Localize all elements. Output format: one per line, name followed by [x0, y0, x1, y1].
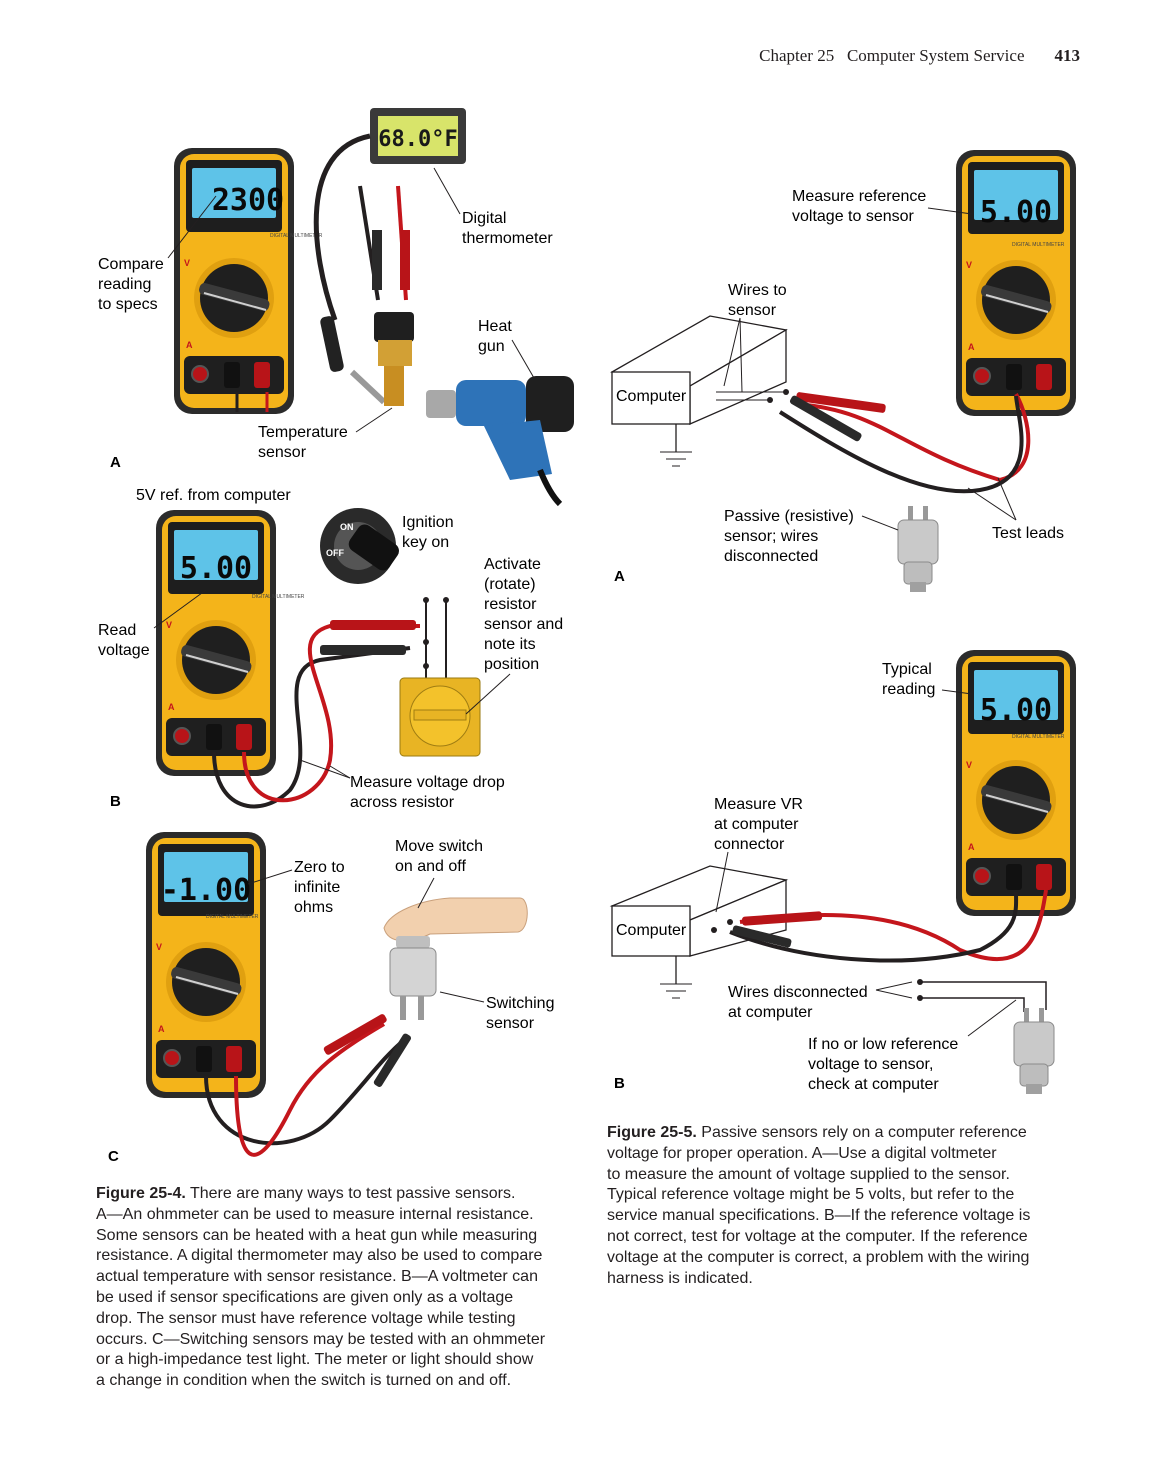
passive-sensor-icon	[897, 505, 939, 593]
figure-25-4-label: Figure 25-4.	[96, 1185, 186, 1202]
lcd-reading-5b: 5.00	[980, 693, 1052, 728]
sensor-icon-b	[1013, 1007, 1055, 1095]
svg-text:DIGITAL MULTIMETER: DIGITAL MULTIMETER	[252, 594, 305, 600]
callout-ignition: Ignition key on	[402, 514, 458, 551]
fig4-panel-a: DIGITAL MULTIMETER 2300 68.0°F	[98, 108, 574, 507]
lcd-reading-b: 5.00	[180, 551, 252, 586]
callout-wires-disconnected: Wires disconnected at computer	[728, 984, 872, 1021]
finger-icon	[383, 897, 528, 942]
svg-text:B: B	[110, 793, 121, 810]
figure-25-4-caption: Figure 25-4. There are many ways to test…	[96, 1185, 546, 1390]
page-number: 413	[1054, 46, 1081, 65]
svg-text:ON: ON	[340, 522, 354, 532]
computer-box-b	[611, 905, 691, 957]
computer-label-b: Computer	[616, 922, 687, 939]
svg-text:B: B	[614, 1075, 625, 1092]
callout-passive-sensor: Passive (resistive) sensor; wires discon…	[724, 508, 858, 565]
running-header: Chapter 25 Computer System Service 413	[759, 46, 1080, 66]
callout-if-no-reference: If no or low reference voltage to sensor…	[808, 1036, 963, 1093]
chapter-label: Chapter 25	[759, 46, 835, 65]
thermometer-reading: 68.0°F	[378, 127, 457, 152]
callout-measure-vr: Measure VR at computer connector	[714, 796, 807, 853]
svg-text:C: C	[108, 1148, 119, 1165]
svg-text:DIGITAL MULTIMETER: DIGITAL MULTIMETER	[1012, 734, 1065, 740]
fig5-panel-b: 5.00 DIGITAL MULTIMETER B Computer Typic…	[609, 649, 1077, 1095]
heat-gun-icon	[426, 376, 574, 507]
callout-read-voltage: Read voltage	[98, 622, 150, 659]
callout-zero-infinite: Zero to infinite ohms	[294, 859, 349, 916]
svg-text:OFF: OFF	[326, 548, 344, 558]
callout-heat-gun: Heat gun	[478, 318, 516, 355]
figure-25-5-label: Figure 25-5.	[607, 1124, 697, 1141]
lcd-reading-5a: 5.00	[980, 195, 1052, 230]
switching-sensor	[389, 947, 437, 997]
callout-test-leads: Test leads	[992, 525, 1064, 542]
callout-wires-to-sensor: Wires to sensor	[728, 282, 791, 319]
multimeter-5b	[955, 649, 1077, 917]
callout-move-switch: Move switch on and off	[395, 838, 487, 875]
computer-box-a	[611, 371, 691, 425]
lcd-reading-c: -1.00	[161, 873, 251, 908]
callout-compare: Compare reading to specs	[98, 256, 168, 313]
fig5-panel-a: 5.00 DIGITAL MULTIMETER A Computer Measu…	[610, 149, 1077, 593]
fig4-a-label: A	[110, 454, 121, 471]
multimeter-b	[155, 509, 277, 777]
callout-voltage-drop: Measure voltage drop across resistor	[350, 774, 509, 811]
callout-switching-sensor: Switching sensor	[486, 995, 559, 1032]
callout-typical-reading: Typical reading	[882, 661, 936, 698]
fig4-panel-c: -1.00 DIGITAL MULTIMETER C Zero to infin…	[108, 831, 559, 1165]
ignition-key-icon: ON OFF	[320, 508, 399, 584]
meter-brand-a: DIGITAL MULTIMETER	[270, 233, 323, 239]
callout-activate: Activate (rotate) resistor sensor and no…	[484, 556, 568, 673]
svg-text:DIGITAL MULTIMETER: DIGITAL MULTIMETER	[206, 914, 259, 920]
computer-label-a: Computer	[616, 388, 687, 405]
chapter-title: Computer System Service	[846, 46, 1025, 65]
multimeter-5a	[955, 149, 1077, 417]
svg-text:A: A	[614, 568, 625, 585]
svg-text:DIGITAL MULTIMETER: DIGITAL MULTIMETER	[1012, 242, 1065, 248]
lcd-reading-a: 2300	[212, 183, 284, 218]
multimeter-c	[145, 831, 267, 1099]
fig4-panel-b: 5V ref. from computer 5.00 DIGITAL MULTI…	[98, 487, 568, 811]
callout-5v-ref: 5V ref. from computer	[136, 487, 291, 504]
callout-thermometer: Digital thermometer	[462, 210, 553, 247]
temperature-sensor	[384, 366, 404, 406]
callout-temp-sensor: Temperature sensor	[258, 424, 352, 461]
figure-25-5-caption: Figure 25-5. Passive sensors rely on a c…	[607, 1124, 1031, 1287]
callout-measure-reference: Measure reference voltage to sensor	[792, 188, 931, 225]
